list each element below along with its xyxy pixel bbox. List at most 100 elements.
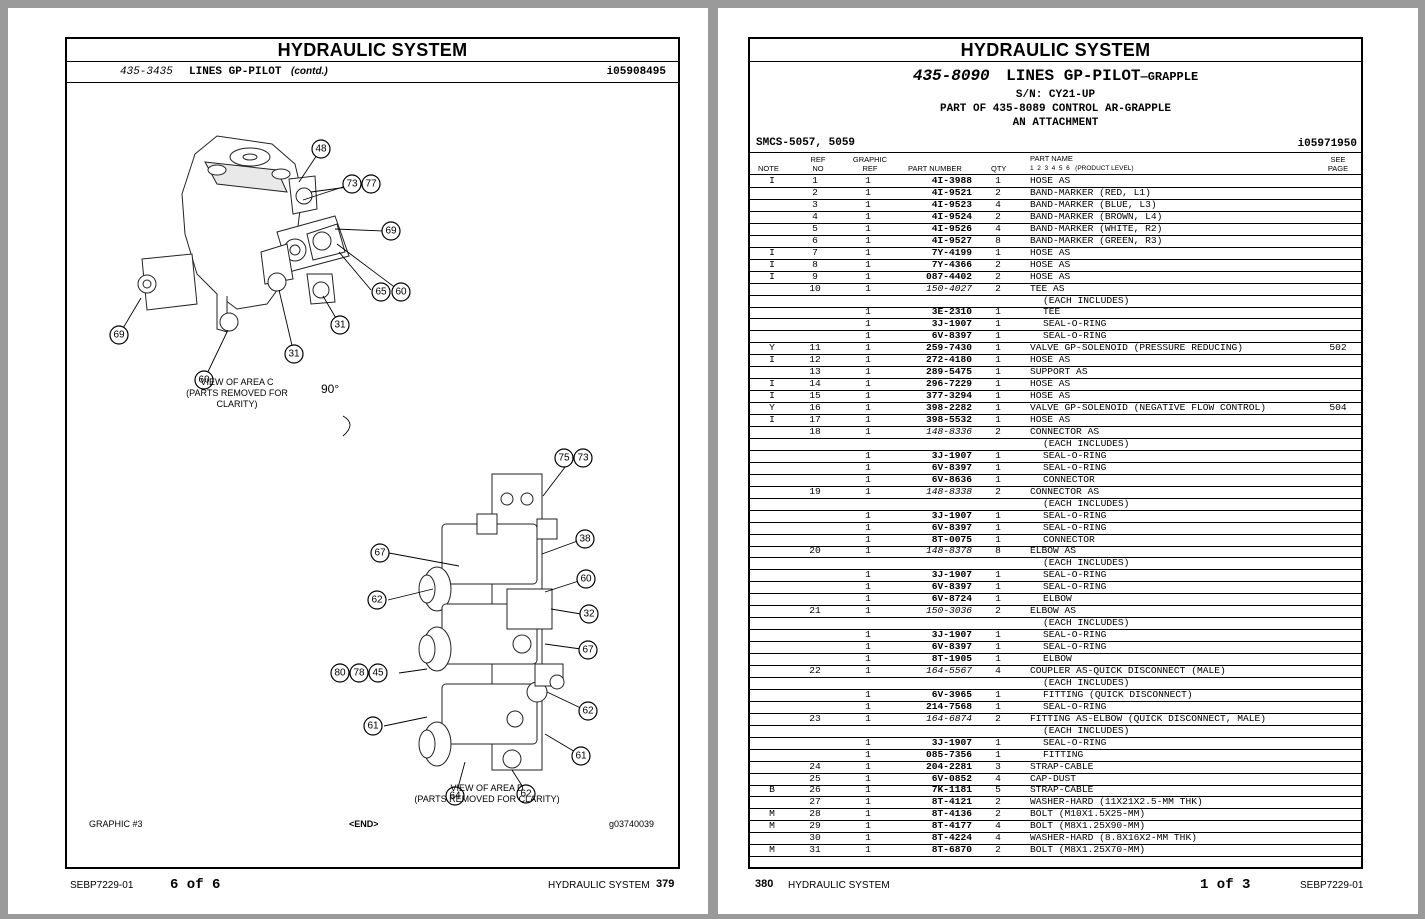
row-qty: 4: [995, 772, 1001, 784]
row-qty: 4: [995, 820, 1001, 832]
parts-row: (EACH INCLUDES): [750, 617, 1362, 631]
row-graphic-ref: 1: [865, 378, 871, 390]
row-part-name: SEAL-O-RING: [1043, 521, 1107, 533]
row-part-name: TEE: [1043, 306, 1061, 318]
callout-67: 67: [578, 640, 598, 660]
row-part-name: HOSE AS: [1030, 378, 1071, 390]
graphic-id: g03740039: [609, 819, 655, 829]
parts-row: (EACH INCLUDES): [750, 725, 1362, 738]
row-graphic-ref: 1: [865, 760, 871, 772]
row-graphic-ref: 1: [865, 366, 871, 378]
row-part-number: 6V-8724: [931, 593, 972, 605]
parts-row: (EACH INCLUDES): [750, 295, 1362, 308]
left-page: HYDRAULIC SYSTEM 435-3435 LINES GP-PILOT…: [8, 8, 708, 914]
svg-text:60: 60: [395, 287, 407, 298]
row-part-number: 6V-3965: [931, 688, 972, 700]
row-part-number: 6V-8397: [931, 521, 972, 533]
row-graphic-ref: 1: [865, 832, 871, 844]
row-part-name: CONNECTOR: [1043, 473, 1095, 485]
row-part-number: 4I-9524: [931, 210, 972, 222]
row-qty: 2: [995, 425, 1001, 437]
svg-text:31: 31: [334, 320, 346, 331]
svg-text:65: 65: [375, 287, 387, 298]
row-graphic-ref: 1: [865, 461, 871, 473]
row-part-number: 289-5475: [925, 366, 972, 378]
row-part-name: HOSE AS: [1030, 354, 1071, 366]
row-part-number: 3J-1907: [931, 736, 972, 748]
row-part-name: ELBOW AS: [1030, 545, 1077, 557]
row-graphic-ref: 1: [865, 354, 871, 366]
left-footer-page-number: 379: [656, 878, 675, 890]
row-part-name: CONNECTOR: [1043, 533, 1095, 545]
right-footer-page-number: 380: [755, 878, 774, 890]
row-graphic-ref: 1: [865, 844, 871, 856]
row-ref-no: 19: [809, 485, 821, 497]
callout-69: 69: [381, 221, 401, 241]
row-part-name: CAP-DUST: [1030, 772, 1077, 784]
row-ref-no: 13: [809, 366, 821, 378]
row-part-name: ELBOW AS: [1030, 605, 1077, 617]
row-note: M: [769, 844, 775, 856]
row-graphic-ref: 1: [865, 210, 871, 222]
row-graphic-ref: 1: [865, 593, 871, 605]
row-graphic-ref: 1: [865, 569, 871, 581]
row-graphic-ref: 1: [865, 545, 871, 557]
row-ref-no: 14: [809, 378, 821, 390]
row-part-number: 087-4402: [925, 270, 972, 282]
row-part-number: 148-8338: [925, 485, 972, 497]
row-graphic-ref: 1: [865, 605, 871, 617]
end-label: <END>: [349, 819, 379, 829]
row-part-name: (EACH INCLUDES): [1043, 437, 1130, 449]
svg-text:32: 32: [583, 609, 595, 620]
row-qty: 1: [995, 629, 1001, 641]
row-part-name: ELBOW: [1043, 593, 1072, 605]
row-qty: 2: [995, 210, 1001, 222]
attachment-line: AN ATTACHMENT: [1012, 117, 1099, 129]
parts-table-header: NOTE REF NO GRAPHIC REF PART NUMBER QTY …: [750, 154, 1361, 175]
row-part-number: 398-5532: [925, 414, 972, 425]
row-part-name: BAND-MARKER (BLUE, L3): [1030, 198, 1157, 210]
row-part-number: 272-4180: [925, 354, 972, 366]
svg-text:60: 60: [198, 375, 210, 386]
row-ref-no: 5: [812, 222, 818, 234]
row-note: B: [769, 784, 775, 796]
row-qty: 1: [995, 449, 1001, 461]
row-graphic-ref: 1: [865, 186, 871, 198]
callout-69: 69: [109, 325, 129, 345]
row-part-name: SEAL-O-RING: [1043, 449, 1107, 461]
view-c-line1: VIEW OF AREA C: [200, 377, 274, 387]
row-qty: 1: [995, 569, 1001, 581]
left-group-number: 435-3435: [120, 66, 173, 78]
view-c-callouts: 48 73 77 69 65 60 31 69 31 60: [109, 139, 411, 390]
row-graphic-ref: 1: [865, 175, 871, 186]
row-ref-no: 28: [809, 808, 821, 820]
exploded-view-illustration: 48 73 77 69 65 60 31 69 31 60 75 73 38 6…: [109, 135, 599, 806]
svg-text:61: 61: [367, 721, 379, 732]
row-part-name: STRAP-CABLE: [1030, 760, 1094, 772]
row-ref-no: 8: [812, 258, 818, 270]
row-qty: 2: [995, 844, 1001, 856]
row-see-page: 502: [1329, 342, 1347, 354]
row-part-name: (EACH INCLUDES): [1043, 676, 1130, 688]
row-graphic-ref: 1: [865, 653, 871, 664]
row-note: Y: [769, 342, 775, 354]
right-page-title: HYDRAULIC SYSTEM: [750, 39, 1361, 62]
left-illustration-id: i05908495: [606, 66, 666, 78]
row-ref-no: 22: [809, 664, 821, 676]
view-d-valve-drawing: [418, 473, 565, 771]
